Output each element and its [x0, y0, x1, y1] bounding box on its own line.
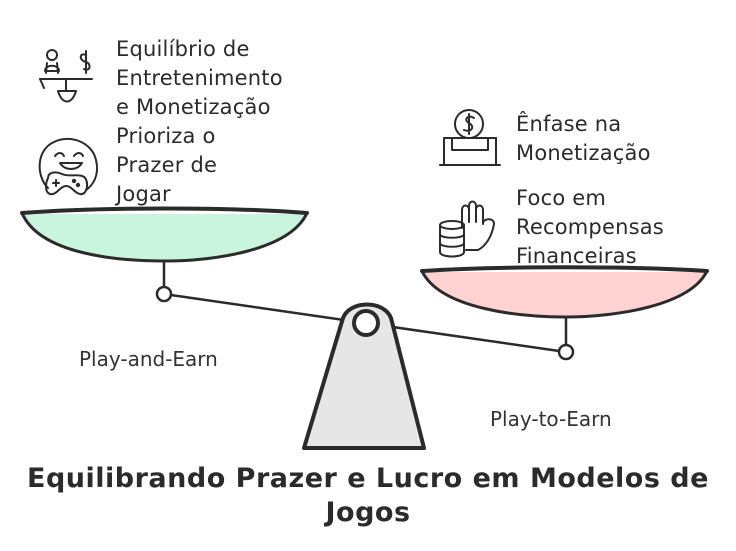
title-line: Equilibrando Prazer e Lucro em Modelos d… — [27, 463, 709, 494]
text-line: Foco em — [516, 186, 607, 210]
fulcrum — [302, 302, 426, 450]
right-side-label: Play-to-Earn — [490, 407, 612, 431]
money-box-icon — [439, 109, 501, 166]
right-pan — [420, 265, 709, 319]
left-pan — [20, 206, 309, 263]
balance-person-money-icon — [39, 49, 93, 103]
title-line: Jogos — [325, 497, 411, 528]
diagram-title: Equilibrando Prazer e Lucro em Modelos d… — [0, 462, 736, 530]
text-line: Entretenimento — [116, 66, 283, 90]
text-line: Equilíbrio de — [116, 37, 250, 61]
text-line: Ênfase na — [516, 112, 622, 136]
right-item-2-text: Foco em Recompensas Financeiras — [516, 184, 664, 271]
text-line: Financeiras — [516, 244, 637, 268]
left-side-label: Play-and-Earn — [79, 347, 218, 371]
text-line: Prazer de — [116, 153, 218, 177]
left-pivot — [155, 285, 173, 303]
happy-gamer-face-icon — [38, 137, 98, 196]
hand-coins-icon — [439, 200, 495, 258]
left-item-2-text: Prioriza o Prazer de Jogar — [116, 122, 217, 209]
text-line: Recompensas — [516, 215, 664, 239]
text-line: Prioriza o — [116, 124, 216, 148]
text-line: Monetização — [516, 141, 651, 165]
text-line: Jogar — [116, 182, 171, 206]
left-item-1-text: Equilíbrio de Entretenimento e Monetizaç… — [116, 35, 283, 122]
right-pivot — [557, 343, 575, 361]
text-line: e Monetização — [116, 95, 271, 119]
right-item-1-text: Ênfase na Monetização — [516, 110, 651, 168]
